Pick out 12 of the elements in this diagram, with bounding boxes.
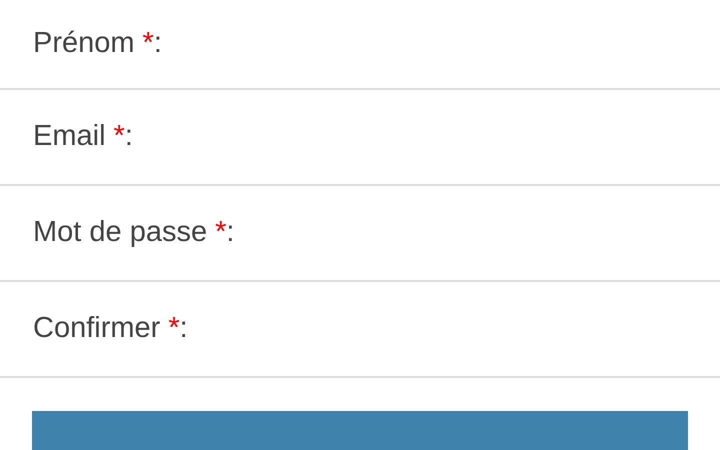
label-colon: : xyxy=(124,119,133,154)
required-mark: * xyxy=(215,215,226,250)
required-mark: * xyxy=(142,26,154,62)
label-colon: : xyxy=(180,311,188,346)
field-label: Prénom xyxy=(33,26,135,62)
required-mark: * xyxy=(168,311,180,346)
field-label: Email xyxy=(33,119,106,154)
label-colon: : xyxy=(226,215,234,250)
required-mark: * xyxy=(114,119,125,154)
field-label: Confirmer xyxy=(33,311,160,346)
field-label: Mot de passe xyxy=(33,215,208,250)
label-colon: : xyxy=(154,26,162,62)
